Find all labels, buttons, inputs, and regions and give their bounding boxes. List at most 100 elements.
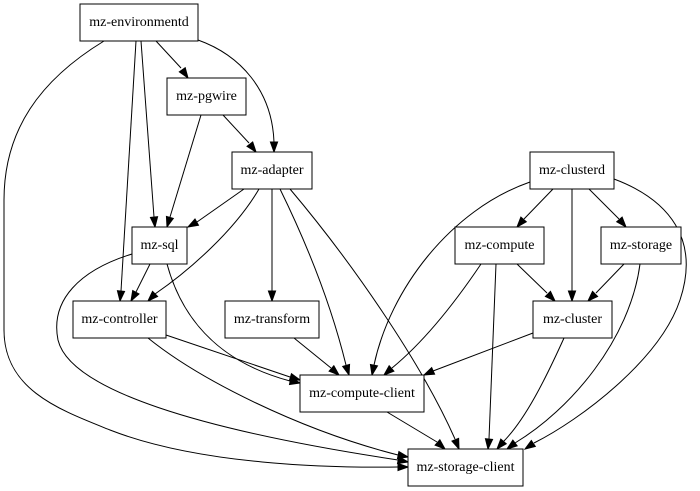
edge-mz-adapter-to-mz-storage-client <box>289 188 460 451</box>
node-label: mz-pgwire <box>176 89 237 104</box>
edge-line <box>289 188 456 440</box>
arrowhead-icon <box>186 218 200 228</box>
arrowhead-icon <box>422 366 436 376</box>
node-label: mz-sql <box>140 238 178 253</box>
arrowhead-icon <box>523 439 537 450</box>
edge-line <box>391 263 482 369</box>
edge-line <box>120 40 137 292</box>
edge-mz-cluster-to-mz-storage-client <box>496 337 565 451</box>
node-mz-transform[interactable]: mz-transform <box>224 300 320 339</box>
edge-mz-adapter-to-mz-compute-client <box>279 188 351 377</box>
node-label: mz-cluster <box>543 312 602 327</box>
edge-line <box>523 188 554 220</box>
edge-mz-adapter-to-mz-controller <box>146 188 260 303</box>
edge-line <box>165 334 291 378</box>
node-mz-controller[interactable]: mz-controller <box>72 300 167 339</box>
arrowhead-icon <box>586 290 599 303</box>
node-mz-compute[interactable]: mz-compute <box>454 226 545 265</box>
edge-mz-controller-to-mz-storage-client <box>147 337 410 460</box>
edge-line <box>293 337 332 369</box>
node-mz-clusterd[interactable]: mz-clusterd <box>529 151 615 190</box>
edge-line <box>166 263 291 382</box>
arrowhead-icon <box>328 364 341 376</box>
edge-mz-environmentd-to-mz-sql <box>140 40 159 229</box>
edge-line <box>135 263 151 293</box>
edge-mz-clusterd-to-mz-compute <box>516 188 554 229</box>
arrowhead-icon <box>516 216 528 229</box>
edge-mz-compute-to-mz-cluster <box>516 263 557 303</box>
arrowhead-icon <box>288 372 302 382</box>
arrowhead-icon <box>434 438 447 450</box>
arrowhead-icon <box>544 290 557 303</box>
node-label: mz-storage <box>610 238 672 253</box>
arrowhead-icon <box>149 216 159 229</box>
edge-line <box>533 178 687 444</box>
arrowhead-icon <box>496 438 508 451</box>
node-label: mz-environmentd <box>89 15 189 30</box>
edge-mz-storage-to-mz-storage-client <box>505 263 641 450</box>
edge-mz-environmentd-to-mz-storage-client <box>3 40 410 472</box>
arrowhead-icon <box>382 364 395 376</box>
edge-line <box>155 40 182 69</box>
node-label: mz-storage-client <box>417 460 515 475</box>
arrowhead-icon <box>146 290 159 303</box>
edge-line <box>514 263 641 444</box>
node-label: mz-clusterd <box>539 163 605 178</box>
edge-line <box>56 253 399 461</box>
arrowhead-icon <box>451 437 460 451</box>
edge-mz-clusterd-to-mz-storage <box>588 188 627 229</box>
arrowhead-icon <box>484 438 494 451</box>
edge-mz-adapter-to-mz-transform <box>267 189 277 303</box>
edge-mz-pgwire-to-mz-sql <box>165 114 202 229</box>
edge-line <box>140 40 155 218</box>
edge-line <box>595 263 625 294</box>
edge-line <box>196 188 245 223</box>
node-mz-sql[interactable]: mz-sql <box>131 226 188 265</box>
edge-line <box>516 263 548 294</box>
edge-mz-compute-client-to-mz-storage-client <box>386 411 447 450</box>
edge-mz-transform-to-mz-compute-client <box>293 337 341 376</box>
edge-mz-clusterd-to-mz-cluster <box>567 189 577 303</box>
node-mz-storage-client[interactable]: mz-storage-client <box>407 448 524 487</box>
edge-line <box>169 114 202 218</box>
edge-mz-controller-to-mz-compute-client <box>165 334 302 382</box>
edge-line <box>279 188 347 366</box>
node-label: mz-transform <box>234 312 310 327</box>
arrowhead-icon <box>397 462 410 472</box>
edge-mz-adapter-to-mz-sql <box>186 188 245 228</box>
edge-line <box>222 114 250 144</box>
edge-mz-environmentd-to-mz-controller <box>116 40 137 303</box>
node-mz-storage[interactable]: mz-storage <box>600 226 682 265</box>
edge-line <box>197 39 275 143</box>
edge-mz-compute-to-mz-storage-client <box>484 263 497 451</box>
node-label: mz-compute-client <box>309 386 415 401</box>
node-mz-environmentd[interactable]: mz-environmentd <box>79 3 199 42</box>
node-mz-adapter[interactable]: mz-adapter <box>231 151 313 190</box>
node-mz-compute-client[interactable]: mz-compute-client <box>299 374 425 413</box>
edge-mz-compute-to-mz-compute-client <box>382 263 482 376</box>
edge-line <box>588 188 620 220</box>
nodes-layer: mz-environmentd mz-pgwire mz-adapter mz-… <box>72 3 682 487</box>
node-mz-cluster[interactable]: mz-cluster <box>532 300 613 339</box>
edge-mz-environmentd-to-mz-adapter <box>197 39 279 154</box>
edge-line <box>432 332 534 372</box>
arrowhead-icon <box>178 66 189 80</box>
arrowhead-icon <box>396 450 410 460</box>
edge-mz-sql-to-mz-storage-client <box>56 253 410 465</box>
edge-line <box>386 411 438 443</box>
arrowhead-icon <box>116 290 126 303</box>
node-mz-pgwire[interactable]: mz-pgwire <box>166 77 247 116</box>
arrowhead-icon <box>369 363 379 377</box>
arrowhead-icon <box>130 289 140 303</box>
arrowhead-icon <box>269 141 279 154</box>
edge-line <box>488 263 497 440</box>
edge-line <box>154 188 260 295</box>
edge-mz-clusterd-to-mz-storage-client <box>523 178 687 450</box>
edge-line <box>147 337 399 456</box>
edge-mz-pgwire-to-mz-adapter <box>222 114 257 154</box>
arrowhead-icon <box>267 290 277 303</box>
node-label: mz-adapter <box>241 163 304 178</box>
edge-mz-storage-to-mz-cluster <box>586 263 625 303</box>
arrowhead-icon <box>165 215 175 229</box>
